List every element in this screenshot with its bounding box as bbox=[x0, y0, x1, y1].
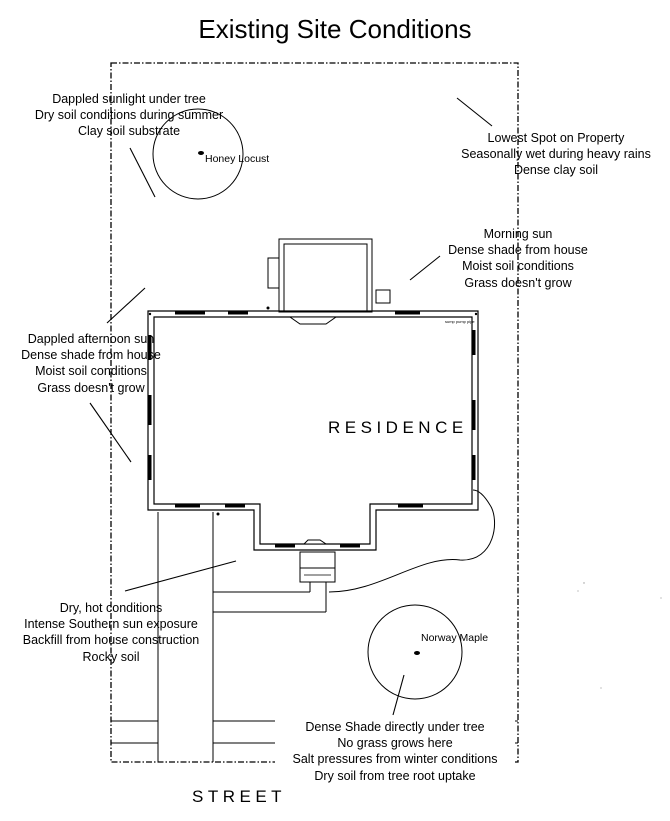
norway-maple-label: Norway Maple bbox=[421, 632, 489, 644]
note-line: Dense clay soil bbox=[513, 163, 599, 178]
honey-locust-canopy bbox=[152, 108, 244, 200]
residence-label: RESIDENCE bbox=[328, 418, 468, 437]
property-boundary bbox=[110, 62, 519, 763]
note-line: Moist soil conditions bbox=[35, 364, 147, 379]
note-line: Seasonally wet during heavy rains bbox=[461, 147, 651, 162]
residence-inner-wall bbox=[153, 316, 473, 545]
scan-specks bbox=[577, 582, 662, 689]
garden-bed-edge bbox=[328, 489, 496, 593]
back-porch bbox=[267, 238, 373, 313]
note-line: No grass grows here bbox=[337, 736, 453, 751]
note-line: Salt pressures from winter conditions bbox=[292, 752, 498, 767]
front-steps bbox=[299, 551, 336, 583]
note-line: Dry soil from tree root uptake bbox=[314, 768, 476, 783]
note-line: Dense Shade directly under tree bbox=[305, 720, 485, 734]
note-line: Lowest Spot on Property bbox=[487, 131, 625, 145]
windows bbox=[148, 311, 476, 548]
spigots bbox=[148, 306, 478, 516]
honey-locust-trunk bbox=[198, 151, 204, 155]
note-dry-hot: Dry, hot conditions Intense Southern sun… bbox=[2, 600, 220, 665]
note-line: Dry, hot conditions bbox=[59, 601, 163, 615]
bay-window bbox=[288, 316, 338, 325]
note-line: Rocky soil bbox=[82, 649, 140, 664]
note-line: Dappled sunlight under tree bbox=[52, 92, 206, 106]
ac-unit bbox=[375, 289, 391, 304]
norway-maple-canopy bbox=[367, 604, 463, 700]
note-under-tree: Dappled sunlight under tree Dry soil con… bbox=[3, 91, 255, 140]
front-walkway bbox=[213, 582, 327, 613]
street-label: STREET bbox=[192, 787, 287, 806]
honey-locust-label: Honey Locust bbox=[205, 153, 270, 165]
note-line: Morning sun bbox=[483, 227, 553, 241]
note-line: Clay soil substrate bbox=[77, 124, 181, 139]
leader-lines bbox=[89, 97, 493, 716]
norway-maple-trunk bbox=[414, 651, 420, 655]
note-line: Dry soil conditions during summer bbox=[34, 108, 224, 123]
note-dense-shade: Dense Shade directly under tree No grass… bbox=[275, 719, 515, 784]
note-lowest-spot: Lowest Spot on Property Seasonally wet d… bbox=[440, 130, 670, 179]
note-line: Moist soil conditions bbox=[462, 259, 574, 274]
note-afternoon-sun: Dappled afternoon sun Dense shade from h… bbox=[3, 331, 179, 396]
note-line: Dappled afternoon sun bbox=[27, 332, 155, 346]
page-title: Existing Site Conditions bbox=[198, 14, 472, 44]
front-entry bbox=[302, 539, 328, 545]
note-line: Grass doesn't grow bbox=[37, 380, 145, 395]
note-line: Dense shade from house bbox=[448, 243, 588, 258]
note-morning-sun: Morning sun Dense shade from house Moist… bbox=[418, 226, 618, 291]
note-line: Grass doesn't grow bbox=[464, 275, 572, 290]
residence-outer-wall bbox=[147, 310, 479, 551]
sump-pump-label: sump pump pipe bbox=[445, 319, 475, 324]
note-line: Intense Southern sun exposure bbox=[24, 617, 198, 632]
note-line: Backfill from house construction bbox=[22, 633, 200, 648]
driveway bbox=[157, 512, 214, 762]
note-line: Dense shade from house bbox=[21, 348, 161, 363]
